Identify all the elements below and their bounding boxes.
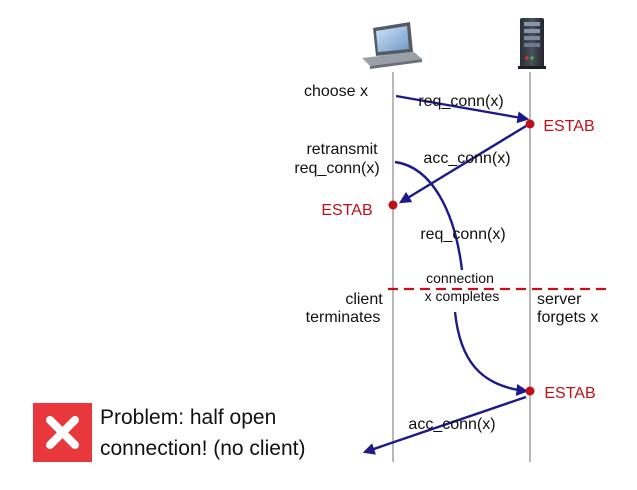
req-conn-first-arrow	[395, 94, 530, 124]
server-forgets-label: server	[537, 291, 582, 308]
server-estab-second-dot	[525, 386, 535, 396]
retransmit-label: retransmit	[306, 141, 378, 158]
server-estab-first-dot	[525, 119, 535, 129]
acc-conn-second-arrow	[362, 395, 527, 455]
req-conn-first-label: req_conn(x)	[418, 93, 503, 110]
client-estab-label: ESTAB	[321, 202, 372, 219]
x-mark-icon	[33, 403, 92, 462]
acc-conn-second-label: acc_conn(x)	[408, 416, 495, 433]
choose-x-label: choose x	[304, 83, 368, 100]
server-estab-second-label: ESTAB	[544, 385, 595, 402]
laptop-icon	[362, 22, 422, 69]
client-estab-dot	[388, 200, 398, 210]
retransmit-req-conn-label: req_conn(x)	[294, 160, 379, 177]
problem-text-line1: Problem: half open	[100, 406, 276, 429]
server-estab-first-label: ESTAB	[543, 118, 594, 135]
connection-note-line1: connection	[426, 270, 494, 286]
acc-conn-first-label: acc_conn(x)	[423, 150, 510, 167]
acc-conn-first-arrow	[398, 124, 527, 204]
req-conn-retransmit-label: req_conn(x)	[420, 226, 505, 243]
client-terminates-label: client	[345, 291, 383, 308]
req-conn-retransmit-arrow	[394, 160, 464, 271]
client-terminates-label-2: terminates	[306, 309, 381, 326]
problem-text-line2: connection! (no client)	[100, 437, 305, 460]
connection-note-line2: x completes	[425, 288, 500, 304]
server-forgets-label-2: forgets x	[537, 309, 598, 326]
req-conn-retransmit-arrow-continued	[453, 311, 529, 396]
server-icon	[518, 18, 546, 69]
